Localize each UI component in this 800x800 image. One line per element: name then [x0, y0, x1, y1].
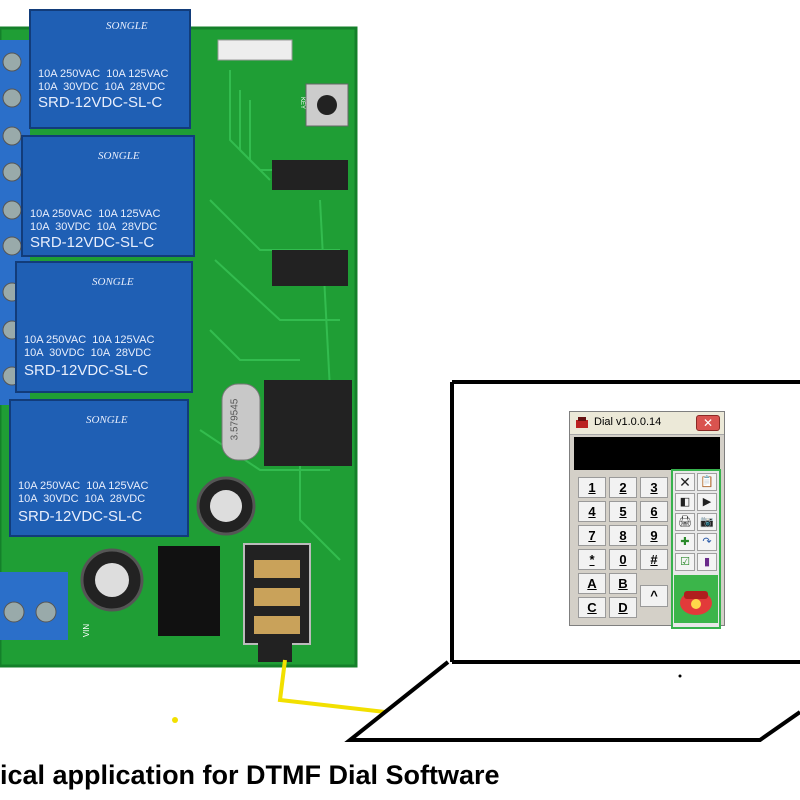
relay-rating-dc: 10A 30VDC 10A 28VDC: [18, 493, 146, 505]
key-4[interactable]: 4: [578, 501, 606, 522]
caption: ical application for DTMF Dial Software: [0, 760, 800, 800]
key-b[interactable]: B: [609, 573, 637, 594]
play-icon[interactable]: ▶: [697, 493, 717, 511]
dial-window: Dial v1.0.0.14 ✕ 1 2 3 4 5 6 7 8 9 * 0 #…: [569, 411, 725, 629]
relay-rating-ac: 10A 250VAC 10A 125VAC: [24, 334, 155, 346]
relay-model: SRD-12VDC-SL-C: [30, 234, 155, 251]
hangup-icon[interactable]: ✕: [675, 473, 695, 491]
relay-model: SRD-12VDC-SL-C: [38, 94, 163, 111]
crystal-label: 3.579545: [229, 398, 241, 441]
ic-chip-3: [264, 380, 352, 466]
relay-rating-dc: 10A 30VDC 10A 28VDC: [30, 221, 158, 233]
relay-4: [9, 399, 189, 537]
ic-chip-2: [272, 250, 348, 286]
key-d[interactable]: D: [609, 597, 637, 618]
key-3[interactable]: 3: [640, 477, 668, 498]
relay-model: SRD-12VDC-SL-C: [18, 508, 143, 525]
relay-brand: SONGLE: [98, 150, 140, 162]
key-0[interactable]: 0: [609, 549, 637, 570]
dial-title-bar[interactable]: Dial v1.0.0.14 ✕: [570, 412, 724, 435]
key-1[interactable]: 1: [578, 477, 606, 498]
key-c[interactable]: C: [578, 597, 606, 618]
relay-rating-ac: 10A 250VAC 10A 125VAC: [38, 68, 169, 80]
key-a[interactable]: A: [578, 573, 606, 594]
pcb-key-label: KEY: [299, 96, 306, 110]
redo-icon[interactable]: ↷: [697, 533, 717, 551]
phone-logo-icon: [674, 575, 718, 623]
battery-icon[interactable]: ▮: [697, 553, 717, 571]
key-5[interactable]: 5: [609, 501, 637, 522]
relay-model: SRD-12VDC-SL-C: [24, 362, 149, 379]
key-8[interactable]: 8: [609, 525, 637, 546]
clipboard-icon[interactable]: 📋: [697, 473, 717, 491]
dial-title-text: Dial v1.0.0.14: [594, 416, 662, 428]
close-button[interactable]: ✕: [696, 415, 720, 431]
key-6[interactable]: 6: [640, 501, 668, 522]
printer-icon[interactable]: 🖨: [675, 513, 695, 531]
rewind-icon[interactable]: ◧: [675, 493, 695, 511]
relay-module-board: [0, 9, 358, 668]
caption-text: ical application for DTMF Dial Software: [0, 760, 500, 790]
audio-cable: [277, 659, 386, 714]
key-up[interactable]: ^: [640, 585, 668, 607]
relay-brand: SONGLE: [106, 20, 148, 32]
relay-rating-dc: 10A 30VDC 10A 28VDC: [38, 81, 166, 93]
phone-icon: [576, 417, 588, 428]
relay-rating-ac: 10A 250VAC 10A 125VAC: [30, 208, 161, 220]
relay-3: [15, 261, 193, 393]
crystal-oscillator: [221, 383, 261, 461]
key-hash[interactable]: #: [640, 549, 668, 570]
relay-rating-dc: 10A 30VDC 10A 28VDC: [24, 347, 152, 359]
relay-brand: SONGLE: [86, 414, 128, 426]
header-pins: [217, 39, 293, 61]
voltage-regulator: [158, 546, 220, 636]
relay-brand: SONGLE: [92, 276, 134, 288]
vin-label: VIN: [82, 623, 92, 638]
tool-panel: ✕ 📋 ◧ ▶ 🖨 📷 ✚ ↷ ☑ ▮: [671, 469, 721, 629]
dial-display: [574, 437, 720, 470]
relay-rating-ac: 10A 250VAC 10A 125VAC: [18, 480, 149, 492]
key-7[interactable]: 7: [578, 525, 606, 546]
key-2[interactable]: 2: [609, 477, 637, 498]
laptop-drawing: [344, 380, 800, 742]
key-9[interactable]: 9: [640, 525, 668, 546]
plus-icon[interactable]: ✚: [675, 533, 695, 551]
check-icon[interactable]: ☑: [675, 553, 695, 571]
relay-1: [29, 9, 191, 129]
relay-2: [21, 135, 195, 257]
camera-icon[interactable]: 📷: [697, 513, 717, 531]
key-star[interactable]: *: [578, 549, 606, 570]
cable-dot: [172, 717, 178, 723]
ic-chip-1: [272, 160, 348, 190]
keypad: 1 2 3 4 5 6 7 8 9 * 0 # A B ^ C D: [574, 473, 670, 621]
relay-label-group: SONGLE 10A 250VAC 10A 125VAC 10A 30VDC 1…: [0, 0, 360, 637]
